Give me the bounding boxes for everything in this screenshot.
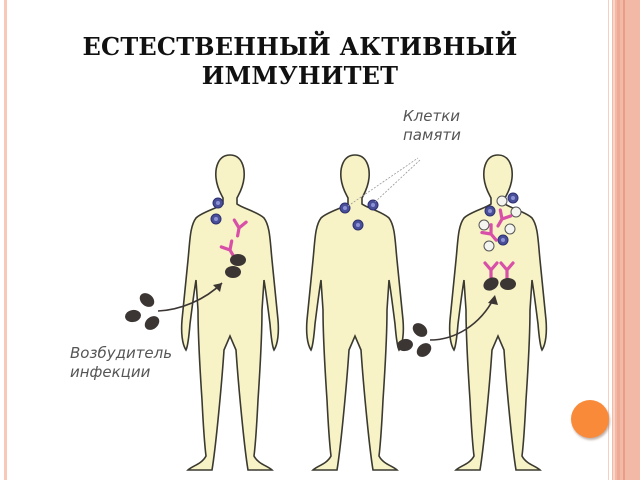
pathogen-icon	[225, 266, 241, 278]
lymphocyte-icon	[496, 195, 508, 207]
pathogen-label: Возбудитель инфекции	[70, 344, 172, 382]
memory-cell-icon	[497, 234, 509, 246]
memory-cells-label-line-1: Клетки	[403, 107, 461, 125]
pathogen-icon	[142, 313, 162, 333]
memory-cell-icon	[212, 197, 224, 209]
lymphocyte-icon	[504, 223, 516, 235]
pathogen-icon	[410, 320, 430, 340]
memory-cell-icon	[367, 199, 379, 211]
right-border-thin-line	[608, 0, 609, 480]
memory-cell-icon	[484, 205, 496, 217]
lymphocyte-icon	[483, 240, 495, 252]
memory-cell-icon	[507, 192, 519, 204]
title-line-2: ИММУНИТЕТ	[201, 61, 399, 90]
right-border-stripe	[623, 0, 625, 480]
lymphocyte-icon	[478, 219, 490, 231]
memory-cell-icon	[352, 219, 364, 231]
pathogen-icon	[414, 340, 434, 360]
right-border-band	[612, 0, 640, 480]
figure-memory-stage	[305, 154, 405, 471]
lymphocyte-icon	[510, 206, 522, 218]
slide-title: ЕСТЕСТВЕННЫЙ АКТИВНЫЙ ИММУНИТЕТ	[40, 32, 560, 90]
figure-first-infection	[180, 154, 280, 471]
pathogen-icon	[124, 308, 142, 324]
decorative-orange-circle	[571, 400, 609, 438]
right-border-stripe	[617, 0, 620, 480]
memory-cell-icon	[210, 213, 222, 225]
pathogen-label-line-2: инфекции	[70, 363, 151, 381]
pointer-line	[347, 157, 421, 207]
right-border-stripe	[613, 0, 615, 480]
pathogen-icon	[230, 254, 246, 266]
memory-cells-label-line-2: памяти	[403, 126, 461, 144]
left-border-line	[4, 0, 7, 480]
pathogen-label-line-1: Возбудитель	[70, 344, 173, 362]
pathogen-icon	[500, 278, 516, 290]
pathogen-icon	[137, 290, 157, 310]
reinfection-arrow	[429, 297, 495, 341]
memory-cells-label: Клетки памяти	[403, 107, 461, 145]
title-line-1: ЕСТЕСТВЕННЫЙ АКТИВНЫЙ	[82, 32, 518, 61]
memory-cell-icon	[339, 202, 351, 214]
